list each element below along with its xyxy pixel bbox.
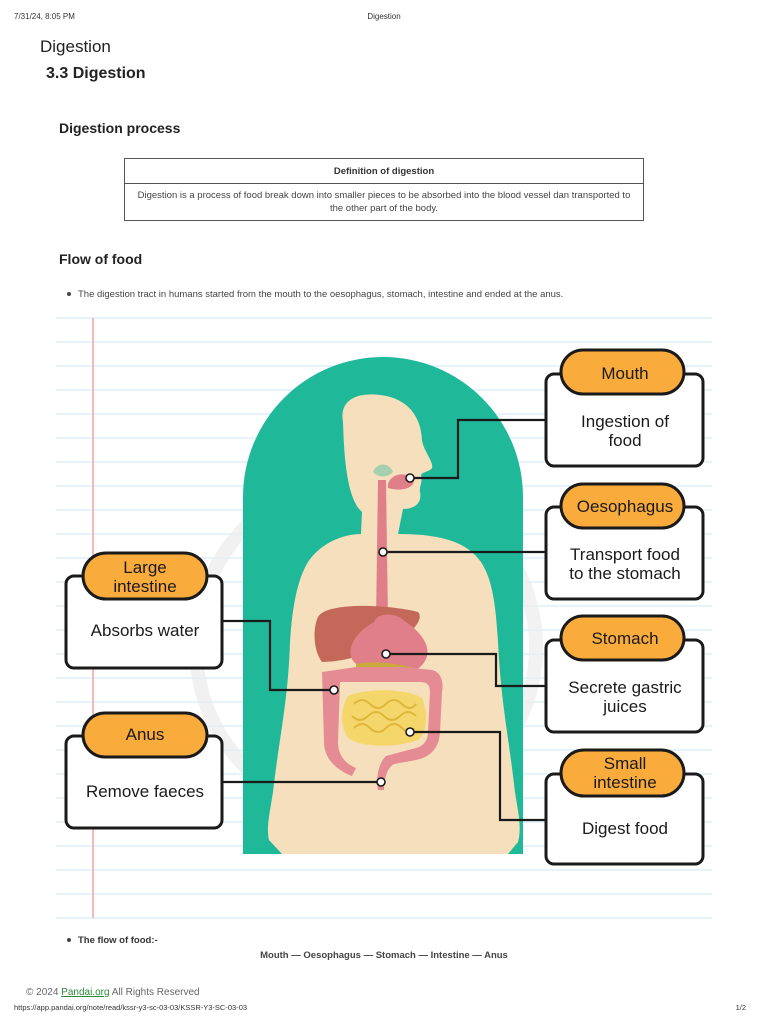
label-anus-desc: Remove faeces (86, 782, 204, 801)
mouth-connector (410, 418, 546, 480)
label-large-intestine-title-2: intestine (113, 577, 176, 596)
digestive-organs (314, 464, 443, 790)
label-oesophagus: Oesophagus Transport food to the stomach (544, 482, 705, 601)
label-small-intestine-title-1: Small (604, 754, 647, 773)
page-title: 3.3 Digestion (46, 65, 146, 82)
site-title[interactable]: Digestion (40, 37, 111, 56)
flow-sequence: Mouth — Oesophagus — Stomach — Intestine… (260, 950, 508, 961)
label-stomach-title: Stomach (591, 629, 658, 648)
brand-link[interactable]: Pandai.org (61, 987, 110, 998)
bullet-flow-of-food-text: The flow of food:- (78, 935, 158, 946)
definition-table-header: Definition of digestion (124, 158, 644, 184)
label-oesophagus-desc-2: to the stomach (569, 564, 681, 583)
digestive-system-diagram: Mouth Ingestion of food Oesophagus Trans… (56, 317, 712, 919)
label-mouth-title: Mouth (601, 364, 648, 383)
label-large-intestine-title-1: Large (123, 558, 166, 577)
small-intestine-organ (342, 690, 427, 746)
bullet-dot (67, 292, 71, 297)
salivary-gland (373, 464, 393, 477)
label-large-intestine: Large intestine Absorbs water (64, 551, 224, 670)
label-anus-tab (81, 711, 209, 759)
label-stomach: Stomach Secrete gastric juices (544, 614, 705, 734)
copyright-suffix: All Rights Reserved (109, 987, 200, 998)
label-anus: Anus Remove faeces (64, 711, 224, 830)
copyright-prefix: © 2024 (26, 987, 62, 998)
label-mouth-desc-2: food (608, 431, 641, 450)
label-small-intestine-title-2: intestine (593, 773, 656, 792)
label-large-intestine-desc: Absorbs water (91, 621, 200, 640)
label-stomach-desc-1: Secrete gastric (568, 678, 682, 697)
print-datetime: 7/31/24, 8:05 PM (14, 12, 75, 21)
label-oesophagus-desc-1: Transport food (570, 545, 680, 564)
label-stomach-tab (559, 614, 686, 662)
bullet-flow-of-food: The flow of food:- (67, 935, 158, 946)
stomach-connector (386, 652, 546, 688)
bullet-digestion-tract-text: The digestion tract in humans started fr… (78, 289, 564, 300)
label-small-intestine: Small intestine Digest food (544, 748, 705, 866)
label-anus-title: Anus (126, 725, 165, 744)
footer-url: https://app.pandai.org/note/read/kssr-y3… (14, 1003, 248, 1012)
section-heading-process: Digestion process (59, 120, 181, 136)
connector-lines (222, 418, 546, 822)
label-stomach-desc-2: juices (602, 697, 646, 716)
bullet-digestion-tract: The digestion tract in humans started fr… (67, 289, 563, 300)
label-mouth-desc-1: Ingestion of (581, 412, 669, 431)
large-intestine-organ (322, 667, 443, 790)
print-title: Digestion (367, 12, 401, 21)
section-heading-flow: Flow of food (59, 251, 143, 267)
bullet-dot (67, 938, 71, 943)
label-large-intestine-tab (81, 551, 209, 601)
small-intestine-connector (410, 730, 546, 822)
label-oesophagus-title: Oesophagus (577, 497, 673, 516)
label-oesophagus-tab (559, 482, 686, 530)
definition-table: Definition of digestion Digestion is a p… (124, 158, 644, 221)
stomach-organ (350, 614, 428, 676)
definition-table-body: Digestion is a process of food break dow… (124, 183, 644, 221)
label-mouth-tab (559, 348, 686, 396)
copyright: © 2024 Pandai.org All Rights Reserved (26, 987, 200, 998)
page-number: 1/2 (735, 1003, 746, 1012)
connector-dots (329, 473, 415, 787)
large-intestine-connector (222, 619, 334, 692)
label-mouth: Mouth Ingestion of food (544, 348, 705, 468)
label-small-intestine-desc: Digest food (582, 819, 668, 838)
label-small-intestine-tab (559, 748, 686, 798)
